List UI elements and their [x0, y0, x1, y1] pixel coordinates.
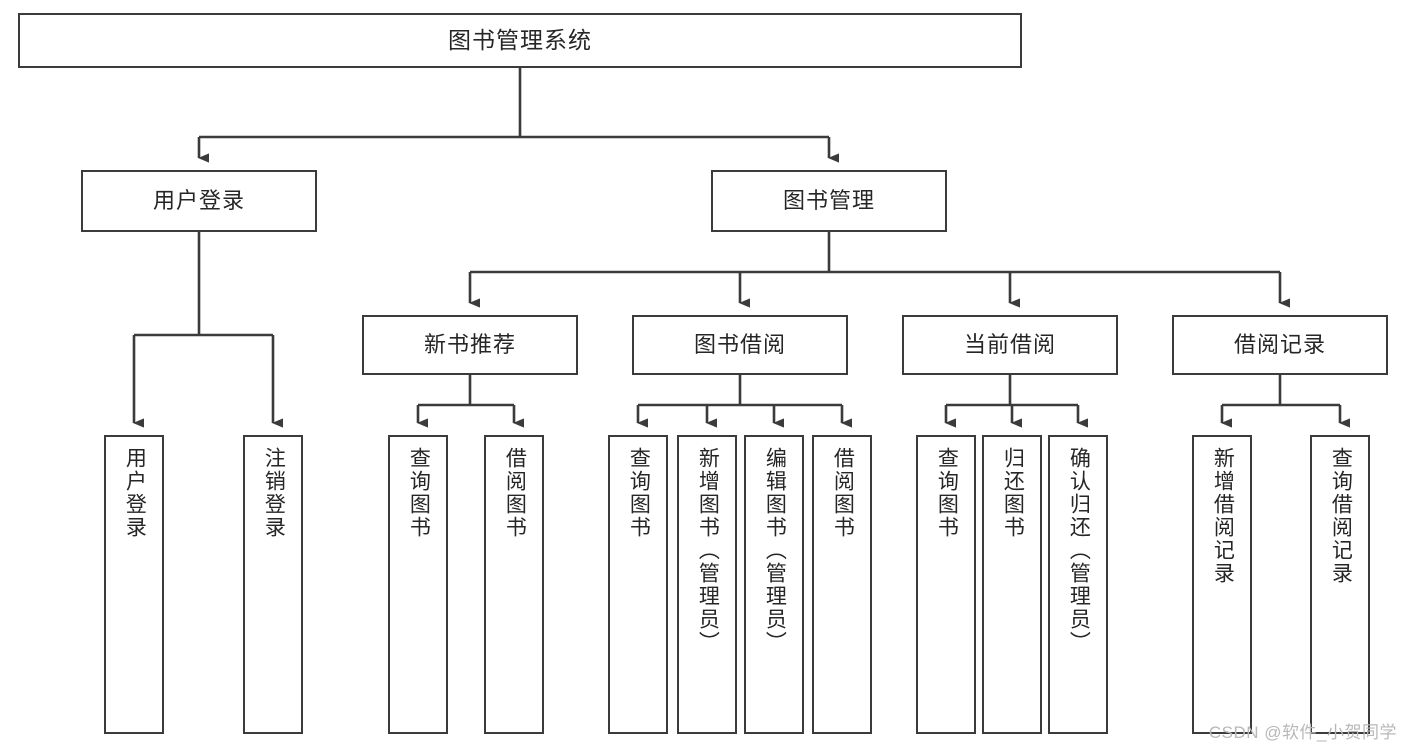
- node-label: 当前借阅: [963, 332, 1056, 358]
- node-new-book-recommend[interactable]: 新书推荐: [362, 315, 578, 375]
- node-leaf-borrow-borrow-book[interactable]: 借阅图书: [812, 435, 872, 734]
- node-book-manage[interactable]: 图书管理: [711, 170, 947, 232]
- node-label: 归还图书: [1001, 447, 1025, 539]
- node-root-system[interactable]: 图书管理系统: [18, 13, 1022, 68]
- node-label: 图书管理系统: [448, 27, 592, 54]
- node-current-borrow[interactable]: 当前借阅: [902, 315, 1118, 375]
- node-label: 图书管理: [782, 188, 875, 214]
- node-book-borrow[interactable]: 图书借阅: [632, 315, 848, 375]
- node-leaf-current-confirm-return-admin[interactable]: 确认归还（管理员）: [1048, 435, 1108, 734]
- node-user-login[interactable]: 用户登录: [81, 170, 317, 232]
- node-leaf-recommend-borrow-book[interactable]: 借阅图书: [484, 435, 544, 734]
- node-label: 查询图书: [935, 447, 959, 539]
- node-label: 用户登录: [123, 447, 147, 539]
- node-label: 借阅图书: [831, 447, 855, 539]
- node-label: 图书借阅: [693, 332, 786, 358]
- node-label: 注销登录: [262, 447, 286, 539]
- node-label: 新书推荐: [423, 332, 516, 358]
- node-leaf-user-login[interactable]: 用户登录: [104, 435, 164, 734]
- node-label: 用户登录: [152, 188, 245, 214]
- node-leaf-borrow-edit-book-admin[interactable]: 编辑图书（管理员）: [744, 435, 804, 734]
- node-label: 确认归还（管理员）: [1067, 447, 1091, 654]
- node-leaf-user-logout[interactable]: 注销登录: [243, 435, 303, 734]
- node-label: 借阅图书: [503, 447, 527, 539]
- node-label: 编辑图书（管理员）: [763, 447, 787, 654]
- node-leaf-borrow-add-book-admin[interactable]: 新增图书（管理员）: [677, 435, 737, 734]
- node-label: 查询借阅记录: [1329, 447, 1353, 585]
- node-leaf-record-query-borrow-record[interactable]: 查询借阅记录: [1310, 435, 1370, 734]
- node-borrow-record[interactable]: 借阅记录: [1172, 315, 1388, 375]
- node-label: 查询图书: [627, 447, 651, 539]
- node-leaf-current-return-book[interactable]: 归还图书: [982, 435, 1042, 734]
- node-label: 新增借阅记录: [1211, 447, 1235, 585]
- node-leaf-record-add-borrow-record[interactable]: 新增借阅记录: [1192, 435, 1252, 734]
- node-label: 查询图书: [407, 447, 431, 539]
- node-label: 借阅记录: [1233, 332, 1326, 358]
- node-leaf-recommend-query-book[interactable]: 查询图书: [388, 435, 448, 734]
- node-label: 新增图书（管理员）: [696, 447, 720, 654]
- node-leaf-current-query-book[interactable]: 查询图书: [916, 435, 976, 734]
- node-leaf-borrow-query-book[interactable]: 查询图书: [608, 435, 668, 734]
